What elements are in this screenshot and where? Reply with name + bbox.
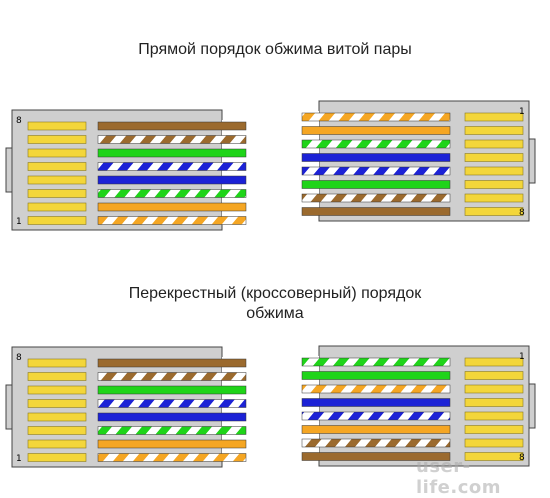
pin-number-top: 8 — [16, 353, 22, 363]
wire-blue-white — [301, 166, 451, 176]
crossover-order-title-line1: Перекрестный (кроссоверный) порядок — [128, 285, 422, 302]
straight-order-title: Прямой порядок обжима витой пары — [138, 41, 412, 58]
wire-green-white — [301, 139, 451, 149]
contact-pin — [27, 439, 87, 449]
wire-blue-white — [301, 411, 451, 421]
wire-blue — [301, 153, 451, 162]
connector-cross-left: 81 — [5, 346, 247, 468]
connector-straight-right: 18 — [297, 100, 536, 222]
wire-brown — [97, 121, 247, 131]
connector-straight-left: 81 — [5, 109, 247, 231]
contact-pin — [464, 452, 524, 461]
pin-number-bottom: 1 — [16, 217, 22, 227]
contact-pin — [27, 162, 87, 171]
contact-pin — [27, 372, 87, 381]
connector-cross-right: 18 — [297, 345, 536, 467]
contact-pin — [464, 425, 524, 434]
wire-green — [301, 180, 451, 189]
wire-orange — [97, 439, 247, 449]
contact-pin — [27, 175, 87, 185]
wire-blue — [301, 398, 451, 407]
wire-blue-white — [97, 399, 247, 408]
connector-latch — [528, 383, 536, 429]
contact-pin — [464, 384, 524, 394]
contact-pin — [27, 216, 87, 225]
contact-pin — [464, 139, 524, 149]
connector-latch — [5, 384, 13, 430]
wire-brown-white — [97, 372, 247, 381]
wire-brown — [301, 207, 451, 216]
pin-number-bottom: 1 — [16, 454, 22, 464]
wire-orange — [301, 126, 451, 135]
wire-blue — [97, 175, 247, 185]
crossover-order-title-line2: обжима — [246, 305, 304, 322]
contact-pin — [27, 135, 87, 144]
contact-pin — [27, 426, 87, 435]
wire-blue-white — [97, 162, 247, 171]
contact-pin — [464, 398, 524, 407]
contact-pin — [27, 148, 87, 158]
contact-pin — [464, 153, 524, 162]
pin-number-bottom: 8 — [519, 208, 525, 218]
pin-number-top: 1 — [519, 352, 525, 362]
wire-green-white — [97, 426, 247, 435]
connector-latch — [528, 138, 536, 184]
contact-pin — [464, 411, 524, 421]
contact-pin — [27, 453, 87, 462]
contact-pin — [464, 357, 524, 367]
pin-number-bottom: 8 — [519, 453, 525, 463]
contact-pin — [27, 385, 87, 395]
contact-pin — [27, 358, 87, 368]
connector-latch — [5, 147, 13, 193]
wire-orange — [97, 202, 247, 212]
contact-pin — [464, 112, 524, 122]
wire-brown-white — [97, 135, 247, 144]
contact-pin — [27, 412, 87, 422]
contact-pin — [27, 202, 87, 212]
contact-pin — [464, 371, 524, 380]
contact-pin — [464, 166, 524, 176]
wire-orange-white — [97, 216, 247, 225]
pin-number-top: 1 — [519, 107, 525, 117]
wire-orange-white — [301, 112, 451, 122]
wire-brown-white — [301, 193, 451, 203]
wire-brown — [97, 358, 247, 368]
contact-pin — [27, 189, 87, 198]
contact-pin — [464, 207, 524, 216]
wire-green — [97, 385, 247, 395]
wire-green — [97, 148, 247, 158]
wire-green-white — [301, 357, 451, 367]
wire-blue — [97, 412, 247, 422]
wire-brown-white — [301, 438, 451, 448]
wire-green — [301, 371, 451, 380]
watermark-text: user-life.com — [416, 456, 502, 498]
wire-orange-white — [97, 453, 247, 462]
wire-orange — [301, 425, 451, 434]
contact-pin — [464, 193, 524, 203]
contact-pin — [27, 121, 87, 131]
contact-pin — [464, 126, 524, 135]
contact-pin — [27, 399, 87, 408]
wire-orange-white — [301, 384, 451, 394]
wire-green-white — [97, 189, 247, 198]
contact-pin — [464, 438, 524, 448]
pin-number-top: 8 — [16, 116, 22, 126]
wire-brown — [301, 452, 451, 461]
contact-pin — [464, 180, 524, 189]
